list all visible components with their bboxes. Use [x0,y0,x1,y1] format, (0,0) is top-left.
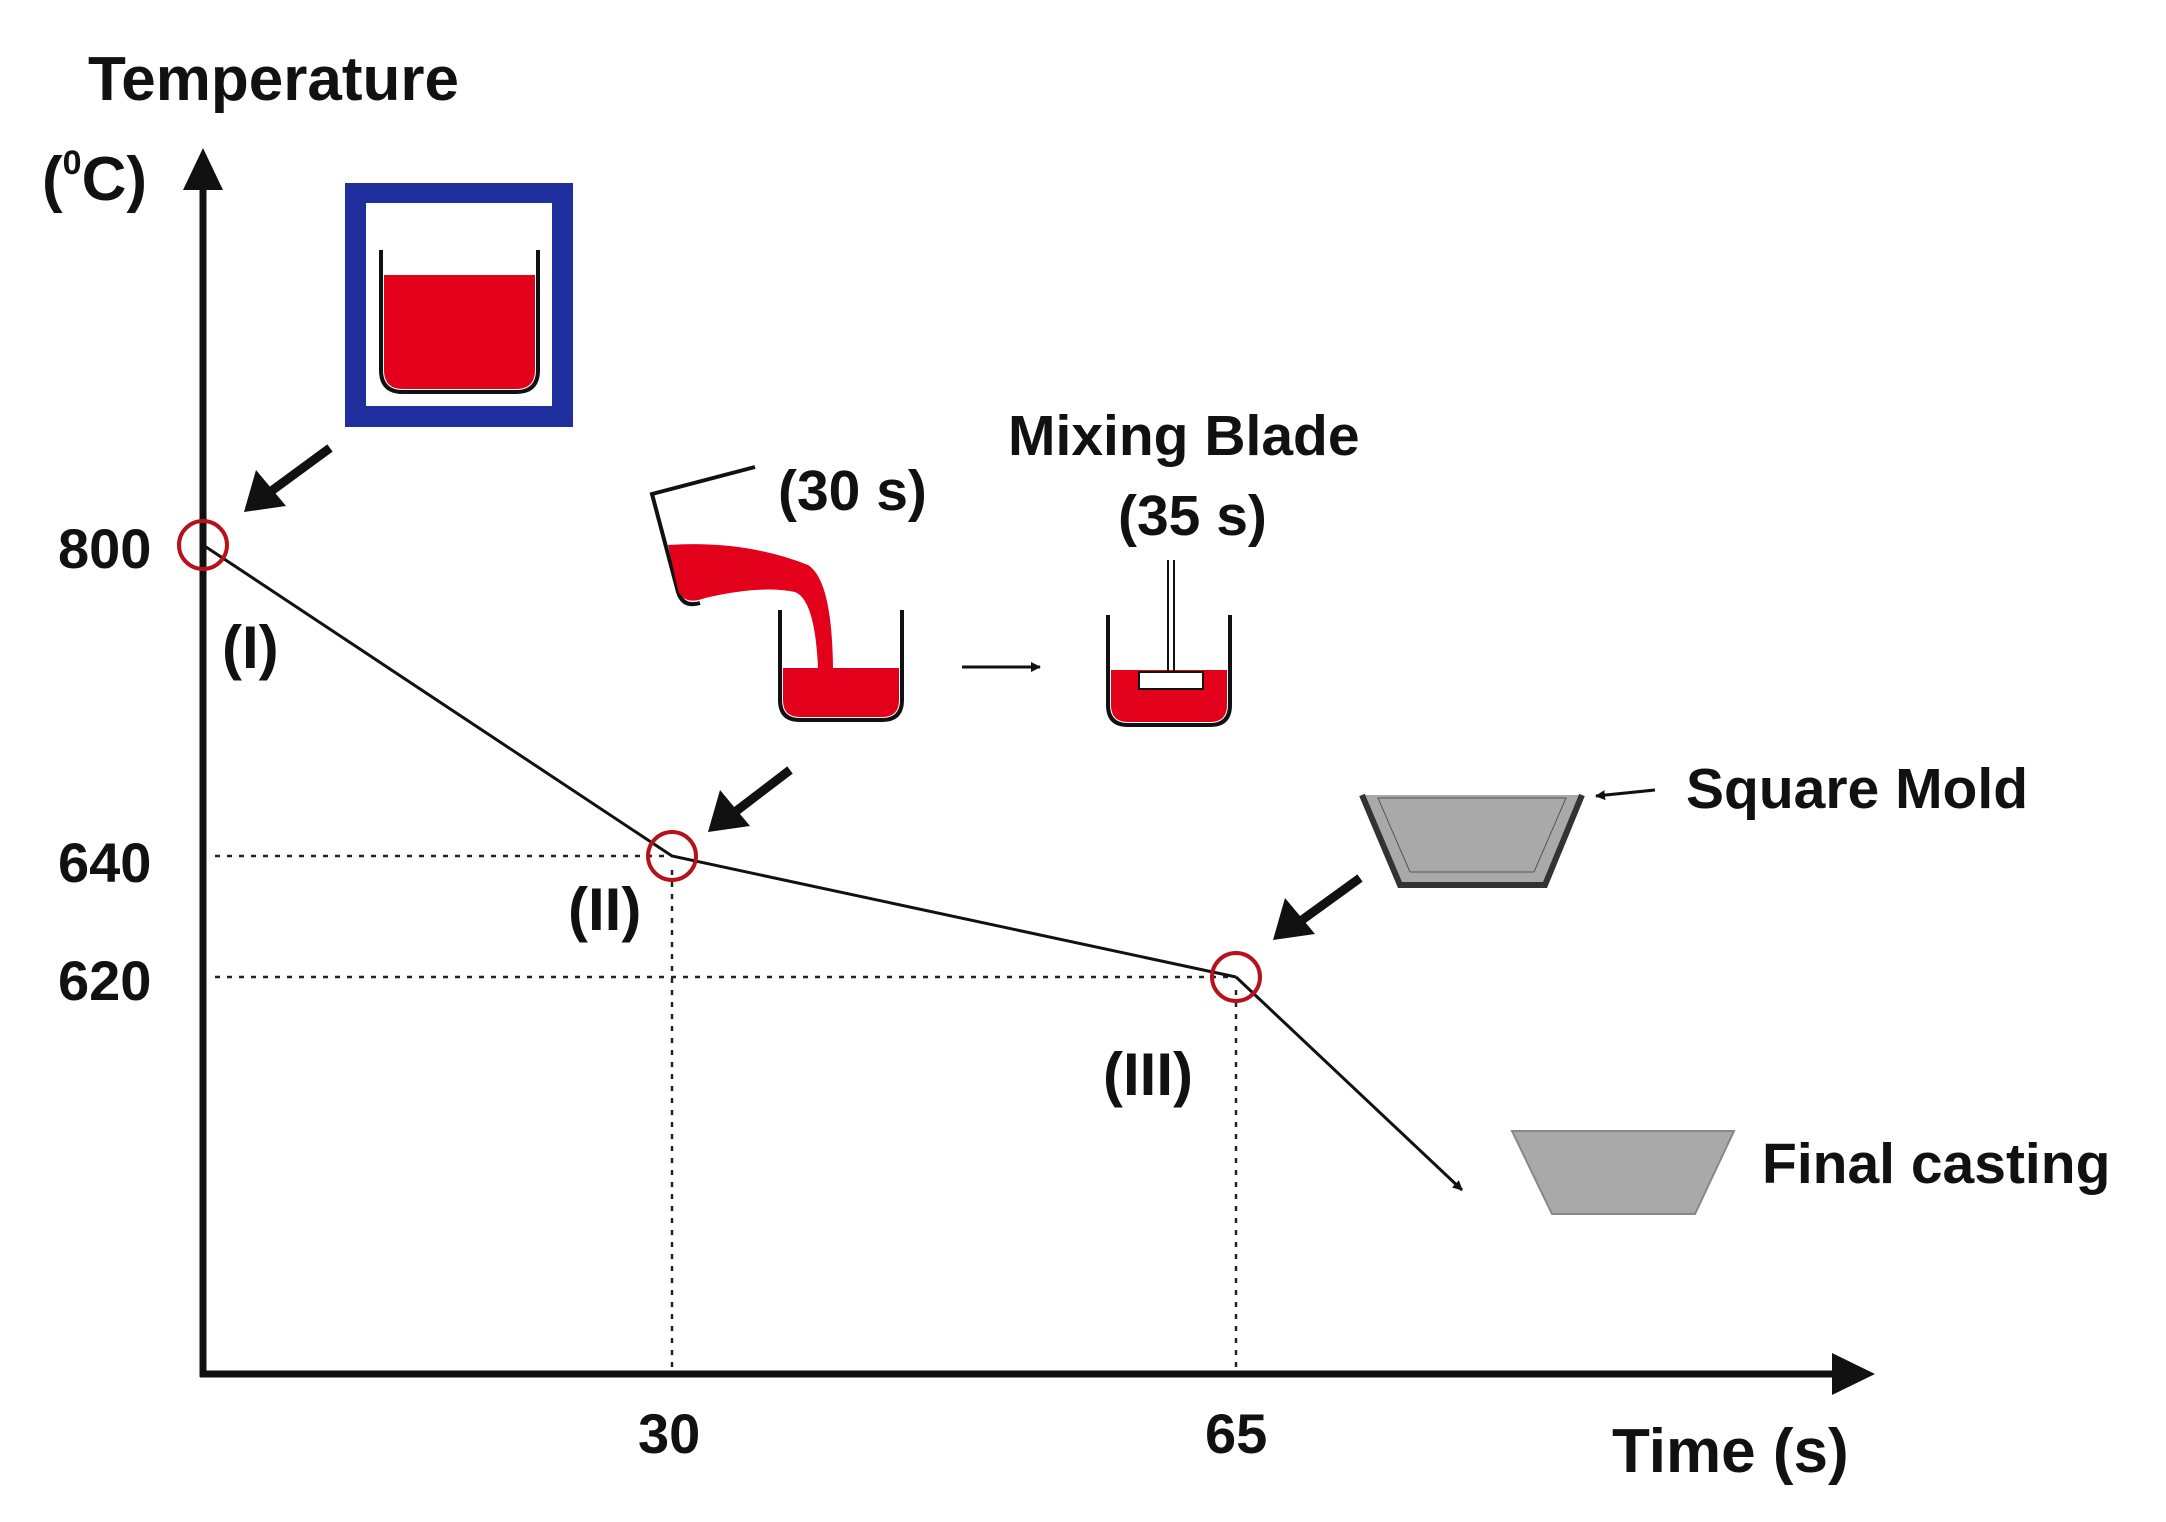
y-tick-label: 640 [58,831,151,894]
square-mold-icon [1359,793,1585,888]
stage-marker-3 [1210,951,1262,1003]
final-casting-icon [1510,1130,1736,1215]
x-axis-title: Time (s) [1612,1417,1849,1486]
pointer-arrow-stage-3 [1273,874,1363,940]
x-tick-label: 30 [638,1402,700,1465]
final-casting-label: Final casting [1762,1132,2110,1196]
stage-marker-1 [177,519,229,571]
y-axis-unit: (0C) [42,144,147,214]
pouring-crucible-icon [649,465,904,722]
stage-label: (III) [1103,1041,1193,1108]
x-axis-arrowhead [1832,1353,1875,1395]
pointer-arrow-stage-2 [708,766,793,832]
furnace-icon [345,183,573,427]
x-tick-label: 65 [1205,1402,1267,1465]
square-mold-pointer [1595,788,1656,801]
mixing-blade-label: Mixing Blade [1008,404,1360,468]
stage-label: (II) [568,876,641,943]
stage-marker-2 [646,830,698,882]
y-tick-label: 620 [58,949,151,1012]
y-tick-label: 800 [58,517,151,580]
mixing-crucible-icon [1106,560,1232,727]
y-axis-title: Temperature [88,45,459,114]
pour-time-label: (30 s) [778,459,927,523]
final-cooling-arrow [1234,975,1464,1192]
cooling-curve [202,543,1237,979]
stage-label: (I) [222,614,279,681]
mixing-time-label: (35 s) [1118,484,1267,548]
square-mold-label: Square Mold [1686,757,2028,821]
pointer-arrow-stage-1 [244,444,333,512]
y-axis-arrowhead [183,148,223,190]
